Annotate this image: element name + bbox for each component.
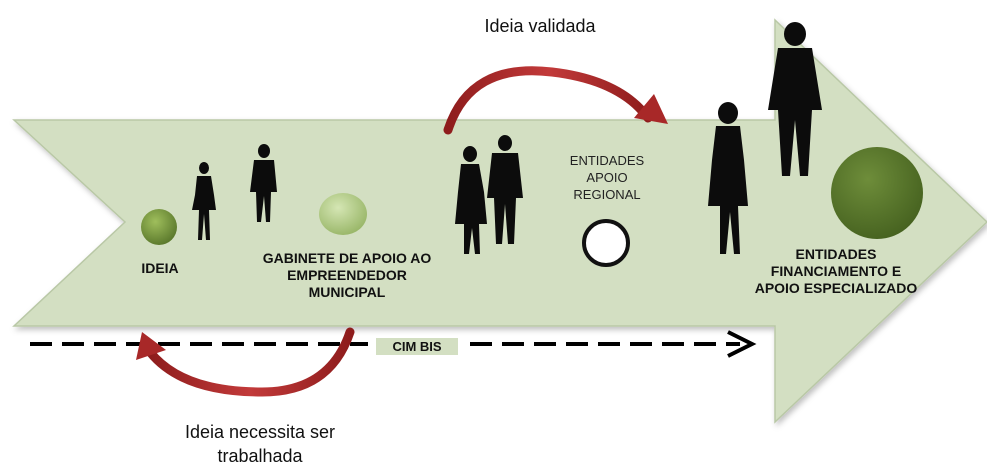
timeline-dashed-line xyxy=(30,330,757,358)
stage-financing-label: ENTIDADES FINANCIAMENTO E APOIO ESPECIAL… xyxy=(754,246,918,296)
man-silhouette-medium xyxy=(487,135,523,244)
final-circle xyxy=(831,147,923,239)
validated-idea-label: Ideia validada xyxy=(484,16,596,36)
man-silhouette-small xyxy=(250,144,277,222)
stage-regional-label: ENTIDADES APOIO REGIONAL xyxy=(569,153,645,202)
woman-silhouette-large xyxy=(708,102,748,254)
stage-gabinete-label: GABINETE DE APOIO AO EMPREENDEDOR MUNICI… xyxy=(262,250,432,300)
woman-silhouette-medium xyxy=(455,146,487,254)
gabinete-circle xyxy=(319,193,367,235)
rework-loop-arrow xyxy=(136,327,355,397)
stage-idea-label: IDEIA xyxy=(141,260,179,276)
timeline-label: CIM BIS xyxy=(376,338,458,355)
timeline-arrowhead xyxy=(727,330,757,358)
validated-loop-arrow xyxy=(443,66,668,135)
woman-silhouette-small xyxy=(192,162,216,240)
regional-circle xyxy=(582,219,630,267)
idea-needs-work-label: Ideia necessita ser trabalhada xyxy=(184,422,336,466)
idea-circle xyxy=(141,209,177,245)
man-silhouette-large xyxy=(768,22,822,176)
